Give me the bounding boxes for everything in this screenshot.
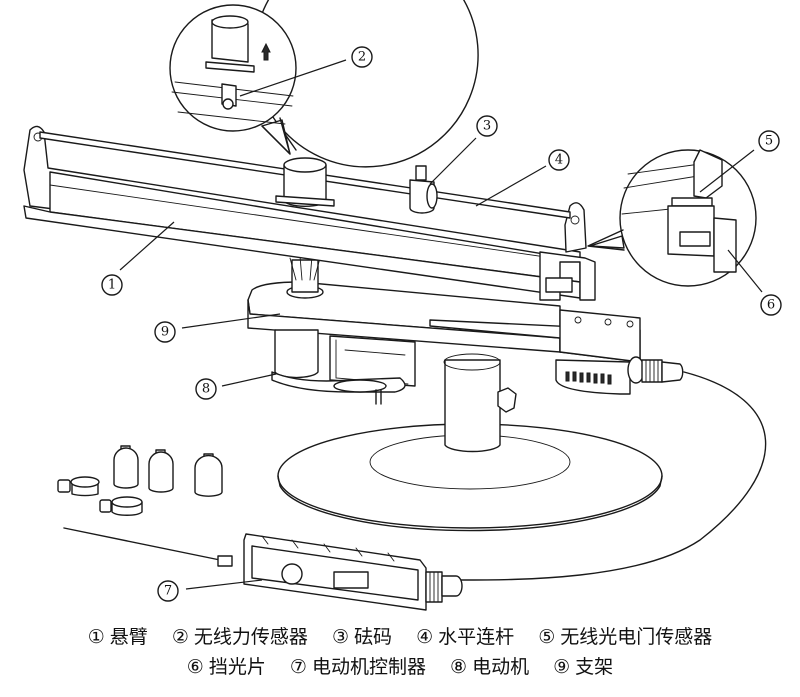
legend-label: 砝码 <box>354 626 393 648</box>
legend-symbol: ① <box>87 626 105 648</box>
spare-weight <box>99 496 143 516</box>
spare-weight <box>148 449 174 493</box>
legend-symbol: ② <box>171 626 189 648</box>
spare-weight <box>113 445 139 489</box>
bracket <box>247 255 641 363</box>
legend-label: 支架 <box>575 656 614 678</box>
cantilever-arm <box>23 125 596 301</box>
leader-8 <box>221 373 277 387</box>
legend-symbol: ⑧ <box>450 656 468 678</box>
legend-label: 水平连杆 <box>438 626 515 648</box>
callout-9: 9 <box>154 321 176 343</box>
callout-9-number: 9 <box>161 325 169 340</box>
stand-column <box>443 353 517 453</box>
callout-5: 5 <box>758 130 780 152</box>
leader-7 <box>185 579 263 590</box>
leader-lines <box>119 59 763 590</box>
legend-symbol: ⑨ <box>553 656 571 678</box>
base-disc <box>277 423 663 532</box>
leader-2 <box>239 59 347 97</box>
spare-weights <box>57 445 223 516</box>
force-sensor-detail <box>169 0 479 168</box>
photogate-housing <box>555 356 684 395</box>
callout-2-number: 2 <box>358 50 366 65</box>
motor <box>271 329 416 405</box>
callout-5-number: 5 <box>765 134 773 149</box>
callout-7-number: 7 <box>164 584 172 599</box>
stand-knob <box>497 387 517 413</box>
speed-knob <box>281 563 303 585</box>
leader-4 <box>475 165 547 207</box>
legend-label: 电动机控制器 <box>311 656 426 678</box>
callout-2: 2 <box>351 46 373 68</box>
legend-symbol: ④ <box>416 626 434 648</box>
apparatus-diagram: 2 3 4 5 6 1 9 8 7 <box>23 0 782 611</box>
callout-4-number: 4 <box>555 153 563 168</box>
callout-4: 4 <box>548 149 570 171</box>
spare-weight <box>57 476 100 497</box>
legend-label: 悬臂 <box>109 626 148 648</box>
legend-label: 无线力传感器 <box>193 626 308 648</box>
callout-1-number: 1 <box>108 278 116 293</box>
leader-9 <box>181 313 281 329</box>
legend-symbol: ③ <box>331 626 350 648</box>
callout-8-number: 8 <box>202 382 210 397</box>
leader-6 <box>727 249 763 293</box>
legend-label: 无线光电门传感器 <box>560 626 713 648</box>
display-window <box>333 571 369 589</box>
weight <box>409 165 438 214</box>
motor-controller <box>63 527 463 611</box>
callout-7: 7 <box>157 580 179 602</box>
apparatus-drawing: 2 3 4 5 6 1 9 8 7 <box>23 0 782 611</box>
photogate-detail <box>587 149 757 287</box>
callout-3-number: 3 <box>483 119 491 134</box>
force-sensor <box>275 157 335 207</box>
callout-3: 3 <box>476 115 498 137</box>
leader-3 <box>429 137 477 185</box>
callout-6-number: 6 <box>767 298 775 313</box>
legend-label: 挡光片 <box>208 656 266 678</box>
sensor-cable <box>459 371 767 581</box>
spare-weight <box>194 453 223 497</box>
legend-symbol: ⑦ <box>289 656 307 678</box>
lift-arrow-icon <box>261 42 271 61</box>
leader-5 <box>699 149 755 193</box>
leader-1 <box>119 221 175 271</box>
legend-label: 电动机 <box>472 656 530 678</box>
callout-1: 1 <box>101 274 123 296</box>
legend-symbol: ⑤ <box>538 626 556 648</box>
legend-symbol: ⑥ <box>186 656 204 678</box>
callout-8: 8 <box>195 378 217 400</box>
callout-6: 6 <box>760 294 782 316</box>
